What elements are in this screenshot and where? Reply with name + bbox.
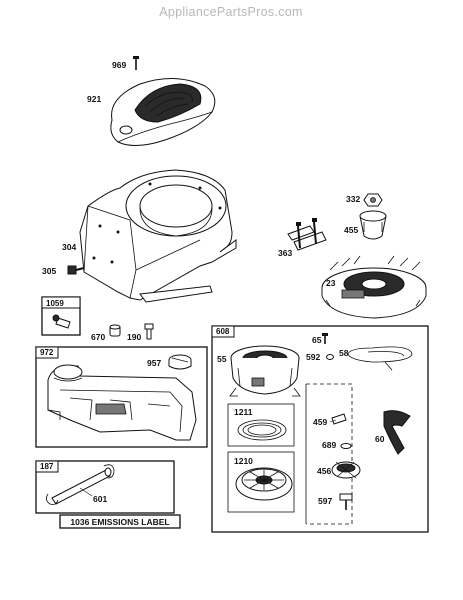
label-23: 23 — [326, 278, 336, 288]
label-455: 455 — [344, 225, 358, 235]
bracket-363 — [287, 218, 327, 251]
label-190: 190 — [127, 332, 141, 342]
engine-cover-921 — [110, 77, 216, 146]
flywheel-23 — [321, 255, 427, 319]
label-459: 459 — [313, 417, 327, 427]
label-969: 969 — [112, 60, 126, 70]
screw-305 — [67, 265, 85, 275]
label-689: 689 — [322, 440, 336, 450]
emissions-label-text: 1036 EMISSIONS LABEL — [70, 517, 169, 527]
label-608: 608 — [216, 327, 230, 336]
blower-housing-304 — [79, 169, 237, 303]
label-332: 332 — [346, 194, 360, 204]
label-1210: 1210 — [234, 456, 253, 466]
label-363: 363 — [278, 248, 292, 258]
bolt-190 — [144, 323, 154, 340]
label-65: 65 — [312, 335, 322, 345]
watermark-text: AppliancePartsPros.com — [159, 5, 302, 19]
label-972: 972 — [40, 348, 54, 357]
nut-332 — [363, 193, 383, 207]
label-670: 670 — [91, 332, 105, 342]
label-187: 187 — [40, 462, 54, 471]
label-601: 601 — [93, 494, 107, 504]
label-1059: 1059 — [46, 299, 64, 308]
rewind-starter-box-608 — [211, 325, 429, 533]
part-670 — [109, 324, 121, 337]
label-305: 305 — [42, 266, 56, 276]
label-304: 304 — [62, 242, 76, 252]
label-1211: 1211 — [234, 407, 253, 417]
screw-969 — [133, 56, 139, 70]
emissions-label-box — [59, 514, 181, 529]
label-592: 592 — [306, 352, 320, 362]
label-921: 921 — [87, 94, 101, 104]
label-957: 957 — [147, 358, 161, 368]
rewind-cup-455 — [359, 210, 387, 240]
label-58: 58 — [339, 348, 349, 358]
fuel-tank-box-972 — [35, 346, 208, 448]
fuel-line-box-187 — [35, 460, 175, 514]
label-597: 597 — [318, 496, 332, 506]
label-60: 60 — [375, 434, 385, 444]
kit-box-1059 — [41, 296, 81, 336]
label-55: 55 — [217, 354, 227, 364]
label-456: 456 — [317, 466, 331, 476]
